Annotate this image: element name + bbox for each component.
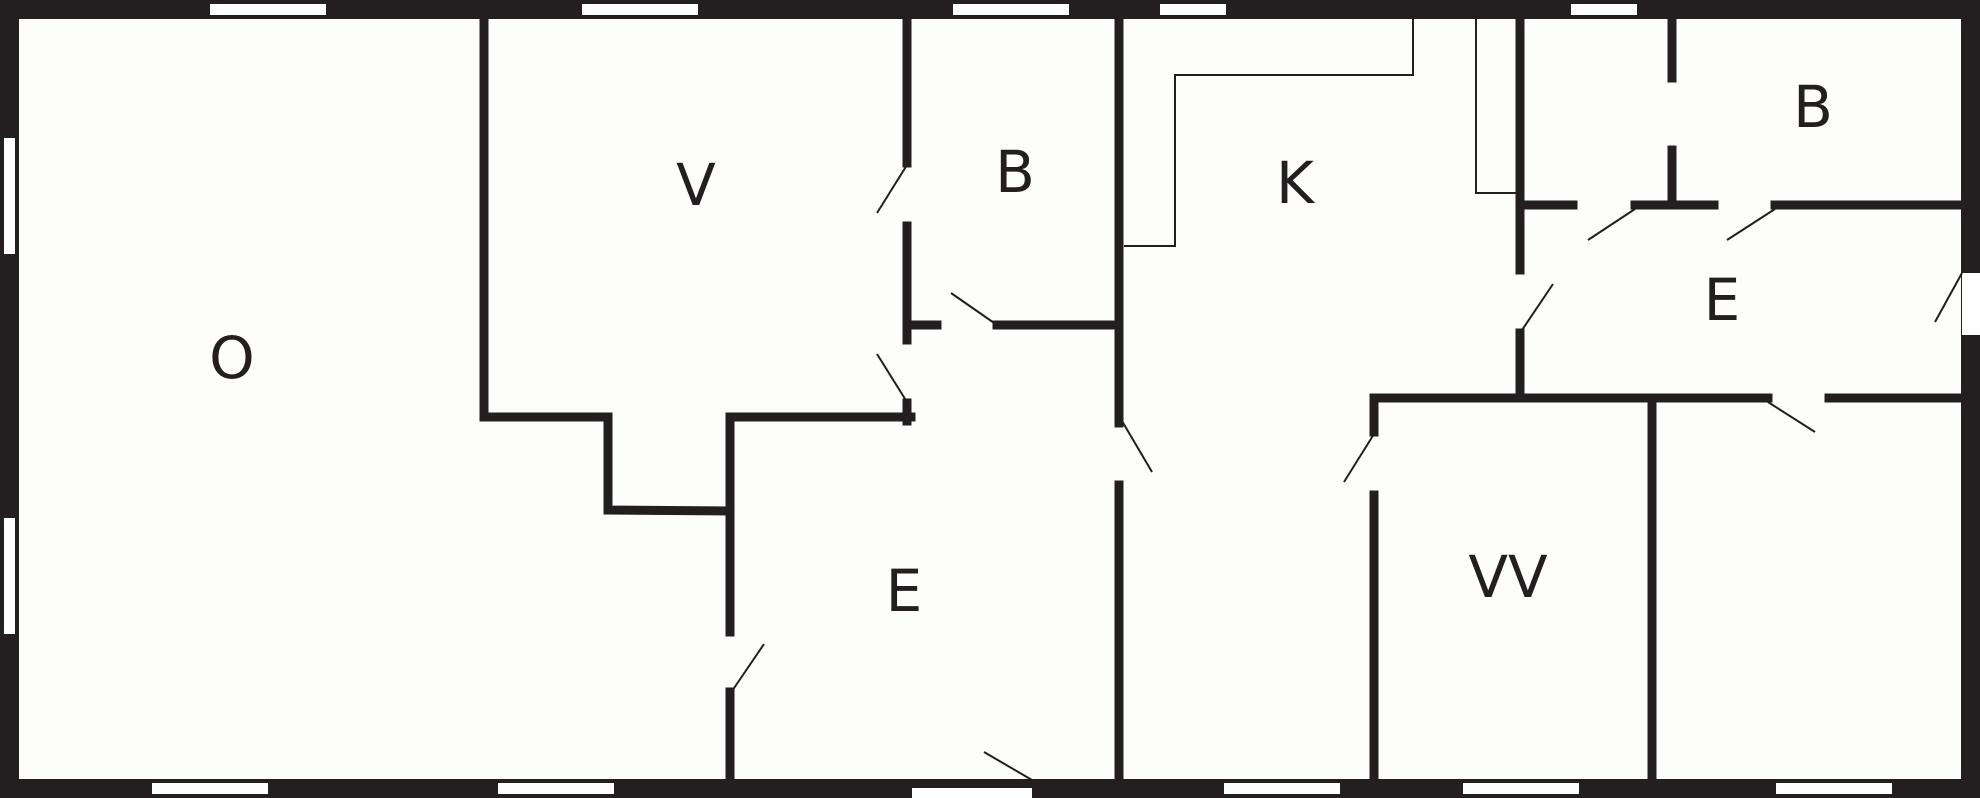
room-label-b-upper: B: [1793, 73, 1833, 141]
room-label-b-bath: B: [995, 138, 1035, 206]
room-label-k: K: [1276, 149, 1316, 217]
windows: [4, 4, 1892, 794]
room-labels: O V B K B E E VV: [209, 73, 1833, 625]
interior-walls: [479, 13, 1967, 785]
door-openings: [912, 273, 1980, 798]
room-label-e-upper: E: [1704, 266, 1741, 334]
room-label-o: O: [209, 324, 255, 392]
door-swings: [729, 164, 1963, 781]
kitchen-counter: [1124, 18, 1516, 247]
room-label-v: V: [676, 151, 716, 219]
room-label-e-hall: E: [886, 557, 923, 625]
room-label-vv: VV: [1468, 543, 1548, 611]
